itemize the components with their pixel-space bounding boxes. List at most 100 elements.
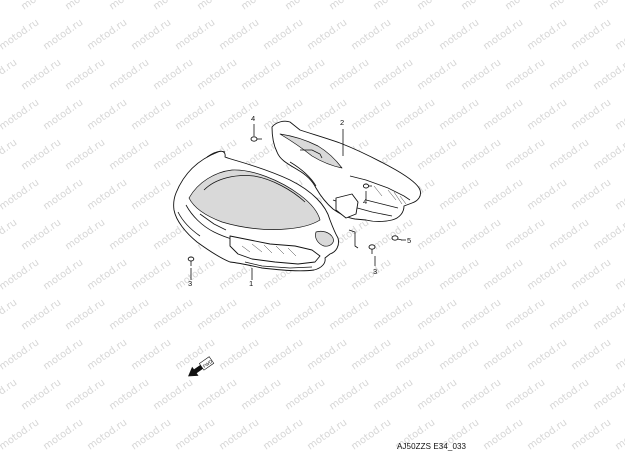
watermark-text: motod.ru bbox=[85, 337, 129, 372]
watermark-text: motod.ru bbox=[173, 337, 217, 372]
watermark-text: motod.ru bbox=[0, 257, 41, 292]
watermark-text: motod.ru bbox=[239, 377, 283, 412]
watermark-text: motod.ru bbox=[525, 17, 569, 52]
watermark-text: motod.ru bbox=[261, 417, 305, 452]
watermark-text: motod.ru bbox=[525, 97, 569, 132]
watermark-text: motod.ru bbox=[0, 97, 41, 132]
watermark-text: motod.ru bbox=[85, 17, 129, 52]
watermark-text: motod.ru bbox=[217, 17, 261, 52]
watermark-text: motod.ru bbox=[547, 297, 591, 332]
watermark-text: motod.ru bbox=[613, 177, 625, 212]
screw-4-upper bbox=[250, 136, 262, 142]
watermark-text: motod.ru bbox=[503, 297, 547, 332]
watermark-text: motod.ru bbox=[503, 377, 547, 412]
watermark-text: motod.ru bbox=[393, 97, 437, 132]
watermark-text: motod.ru bbox=[41, 17, 85, 52]
watermark-text: motod.ru bbox=[239, 57, 283, 92]
watermark-text: motod.ru bbox=[371, 297, 415, 332]
front-arrow-label: FWD bbox=[202, 358, 214, 368]
watermark-text: motod.ru bbox=[129, 17, 173, 52]
watermark-text: motod.ru bbox=[415, 0, 459, 12]
watermark-text: motod.ru bbox=[41, 337, 85, 372]
watermark-text: motod.ru bbox=[591, 137, 625, 172]
watermark-text: motod.ru bbox=[591, 0, 625, 12]
watermark-text: motod.ru bbox=[613, 257, 625, 292]
watermark-text: motod.ru bbox=[151, 377, 195, 412]
watermark-text: motod.ru bbox=[195, 377, 239, 412]
watermark-text: motod.ru bbox=[0, 217, 19, 252]
watermark-text: motod.ru bbox=[569, 417, 613, 452]
watermark-text: motod.ru bbox=[195, 297, 239, 332]
watermark-text: motod.ru bbox=[371, 377, 415, 412]
watermark-text: motod.ru bbox=[393, 17, 437, 52]
watermark-text: motod.ru bbox=[349, 417, 393, 452]
watermark-text: motod.ru bbox=[305, 97, 349, 132]
watermark-text: motod.ru bbox=[85, 257, 129, 292]
watermark-text: motod.ru bbox=[107, 137, 151, 172]
watermark-text: motod.ru bbox=[129, 97, 173, 132]
watermark-text: motod.ru bbox=[283, 0, 327, 12]
watermark-text: motod.ru bbox=[525, 177, 569, 212]
watermark-text: motod.ru bbox=[129, 257, 173, 292]
watermark-text: motod.ru bbox=[239, 0, 283, 12]
watermark-text: motod.ru bbox=[613, 97, 625, 132]
callout-5: 5 bbox=[407, 236, 411, 245]
watermark-text: motod.ru bbox=[19, 217, 63, 252]
watermark-text: motod.ru bbox=[503, 0, 547, 12]
watermark-text: motod.ru bbox=[63, 0, 107, 12]
watermark-text: motod.ru bbox=[173, 257, 217, 292]
watermark-text: motod.ru bbox=[0, 177, 41, 212]
watermark-text: motod.ru bbox=[481, 417, 525, 452]
watermark-text: motod.ru bbox=[41, 417, 85, 452]
watermark-text: motod.ru bbox=[503, 57, 547, 92]
watermark-text: motod.ru bbox=[41, 177, 85, 212]
watermark-text: motod.ru bbox=[613, 417, 625, 452]
watermark-text: motod.ru bbox=[151, 57, 195, 92]
watermark-text: motod.ru bbox=[283, 377, 327, 412]
watermark-text: motod.ru bbox=[613, 17, 625, 52]
watermark-text: motod.ru bbox=[217, 417, 261, 452]
watermark-text: motod.ru bbox=[415, 57, 459, 92]
watermark-text: motod.ru bbox=[19, 377, 63, 412]
watermark-text: motod.ru bbox=[129, 177, 173, 212]
watermark-text: motod.ru bbox=[85, 97, 129, 132]
screw-3-left bbox=[187, 256, 195, 266]
watermark-text: motod.ru bbox=[525, 417, 569, 452]
watermark-text: motod.ru bbox=[437, 257, 481, 292]
watermark-text: motod.ru bbox=[591, 377, 625, 412]
watermark-text: motod.ru bbox=[19, 137, 63, 172]
watermark-text: motod.ru bbox=[327, 0, 371, 12]
watermark-text: motod.ru bbox=[503, 217, 547, 252]
watermark-text: motod.ru bbox=[0, 137, 19, 172]
watermark-text: motod.ru bbox=[569, 337, 613, 372]
watermark-text: motod.ru bbox=[393, 337, 437, 372]
leader-lines bbox=[190, 124, 406, 280]
watermark-text: motod.ru bbox=[327, 57, 371, 92]
watermark-text: motod.ru bbox=[459, 217, 503, 252]
watermark-text: motod.ru bbox=[371, 57, 415, 92]
watermark-text: motod.ru bbox=[415, 137, 459, 172]
watermark-text: motod.ru bbox=[459, 57, 503, 92]
watermark-text: motod.ru bbox=[349, 17, 393, 52]
watermark-text: motod.ru bbox=[525, 257, 569, 292]
drawing-code: AJ50ZZS E34_033 bbox=[397, 442, 467, 451]
watermark-text: motod.ru bbox=[437, 97, 481, 132]
watermark-text: motod.ru bbox=[547, 57, 591, 92]
watermark-text: motod.ru bbox=[305, 417, 349, 452]
watermark-text: motod.ru bbox=[525, 337, 569, 372]
watermark-text: motod.ru bbox=[613, 337, 625, 372]
watermark-text: motod.ru bbox=[327, 297, 371, 332]
watermark-text: motod.ru bbox=[459, 0, 503, 12]
watermark-text: motod.ru bbox=[107, 297, 151, 332]
watermark-text: motod.ru bbox=[349, 97, 393, 132]
rear-cover-part bbox=[271, 120, 421, 222]
watermark-text: motod.ru bbox=[547, 377, 591, 412]
callout-2: 2 bbox=[340, 118, 344, 127]
watermark-text: motod.ru bbox=[459, 137, 503, 172]
callout-4-lower: 4 bbox=[363, 197, 367, 206]
watermark-text: motod.ru bbox=[0, 377, 19, 412]
watermark-text: motod.ru bbox=[481, 177, 525, 212]
watermark-text: motod.ru bbox=[63, 377, 107, 412]
watermark-text: motod.ru bbox=[173, 97, 217, 132]
watermark-text: motod.ru bbox=[0, 0, 19, 12]
